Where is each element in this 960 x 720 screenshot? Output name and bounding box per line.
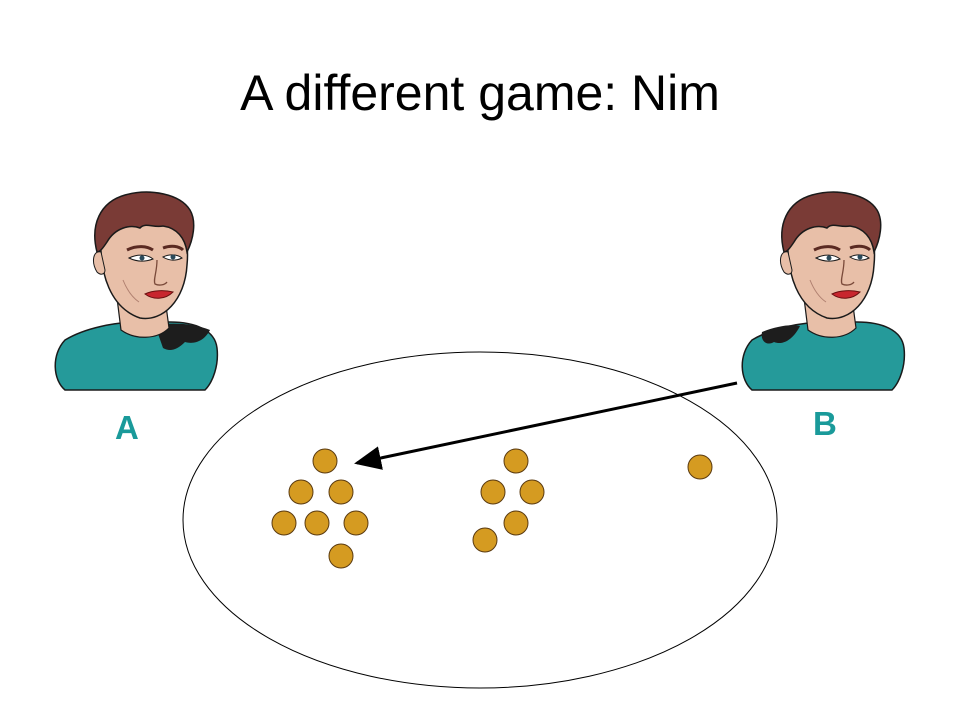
nim-token[interactable] [343, 510, 369, 536]
pile-2 [472, 448, 545, 553]
nim-token[interactable] [503, 510, 529, 536]
player-a-label: A [115, 409, 139, 446]
nim-token[interactable] [312, 448, 338, 474]
pile-3 [687, 454, 713, 480]
nim-token[interactable] [328, 543, 354, 569]
move-arrow [354, 381, 738, 470]
player-b-label: B [813, 405, 837, 442]
nim-token[interactable] [304, 510, 330, 536]
pile-1 [271, 448, 369, 569]
nim-token[interactable] [687, 454, 713, 480]
nim-token[interactable] [328, 479, 354, 505]
slide-title: A different game: Nim [240, 65, 720, 121]
player-b-portrait-icon [741, 191, 906, 391]
nim-token[interactable] [519, 479, 545, 505]
player-a-portrait-icon [54, 191, 219, 391]
nim-token[interactable] [271, 510, 297, 536]
game-table [182, 351, 778, 689]
nim-token[interactable] [503, 448, 529, 474]
nim-token[interactable] [480, 479, 506, 505]
nim-token[interactable] [472, 527, 498, 553]
nim-token[interactable] [288, 479, 314, 505]
